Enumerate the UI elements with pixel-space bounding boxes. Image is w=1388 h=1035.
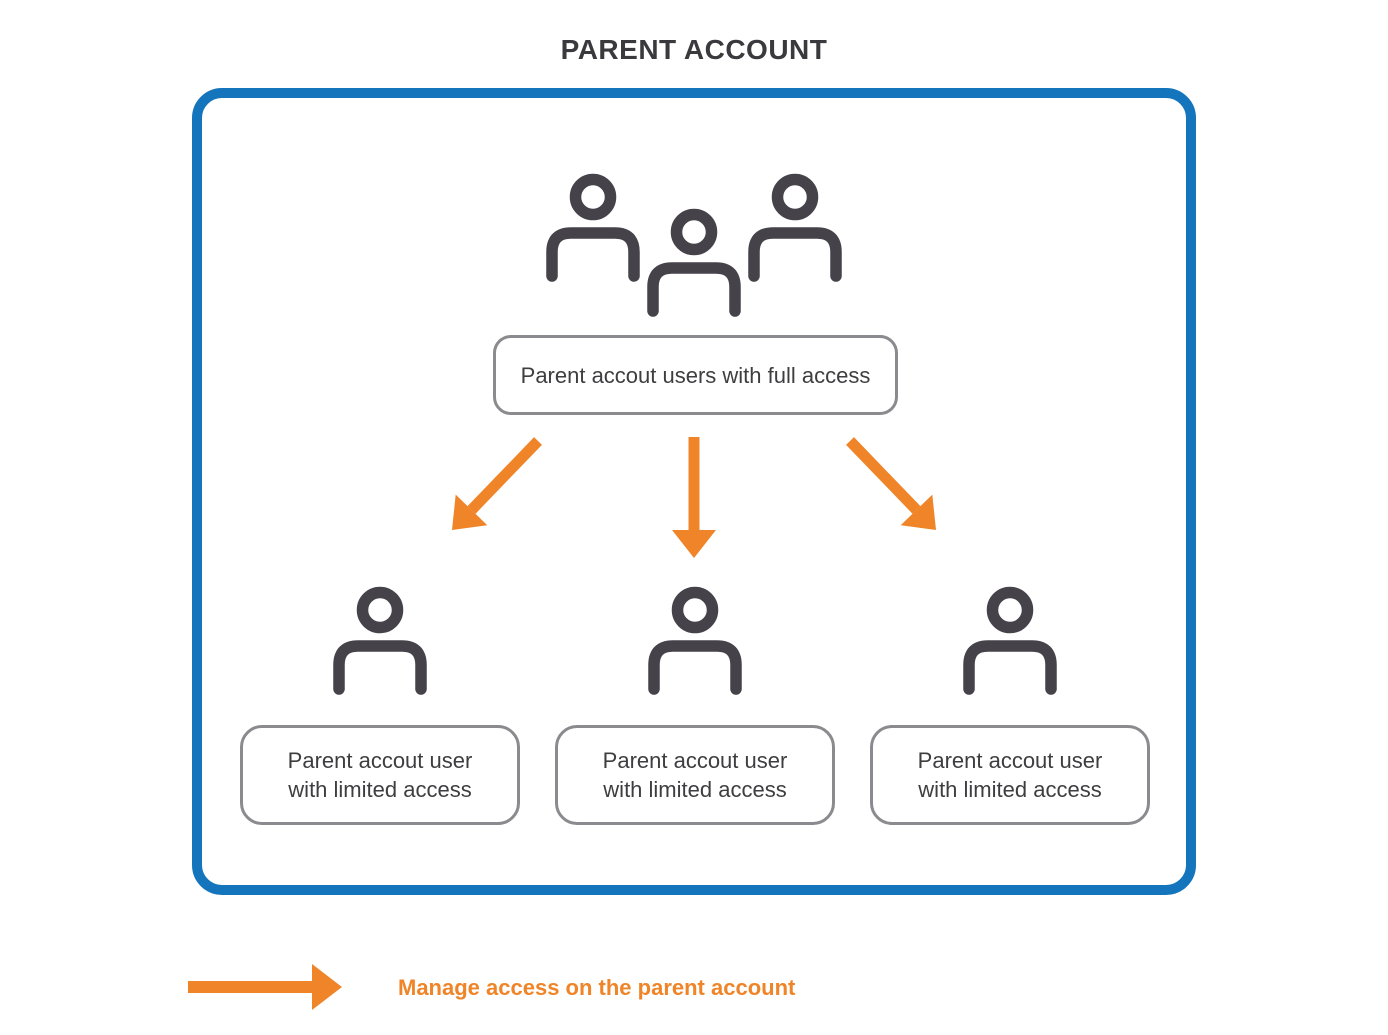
limited-access-box: Parent accout user with limited access [870, 725, 1150, 825]
legend-label: Manage access on the parent account [398, 975, 796, 1000]
page-title: PARENT ACCOUNT [560, 34, 828, 65]
full-access-box: Parent accout users with full access [493, 335, 898, 415]
limited-access-label-line1: Parent accout user [287, 748, 473, 773]
limited-access-label-line1: Parent accout user [917, 748, 1103, 773]
limited-access-label-line1: Parent accout user [602, 748, 788, 773]
limited-access-label-line2: with limited access [288, 777, 472, 802]
limited-access-label-line2: with limited access [918, 777, 1102, 802]
limited-access-box: Parent accout user with limited access [240, 725, 520, 825]
full-access-label: Parent accout users with full access [520, 362, 871, 388]
limited-access-box: Parent accout user with limited access [555, 725, 835, 825]
limited-access-label-line2: with limited access [603, 777, 787, 802]
arrow-right-icon [188, 964, 342, 1010]
